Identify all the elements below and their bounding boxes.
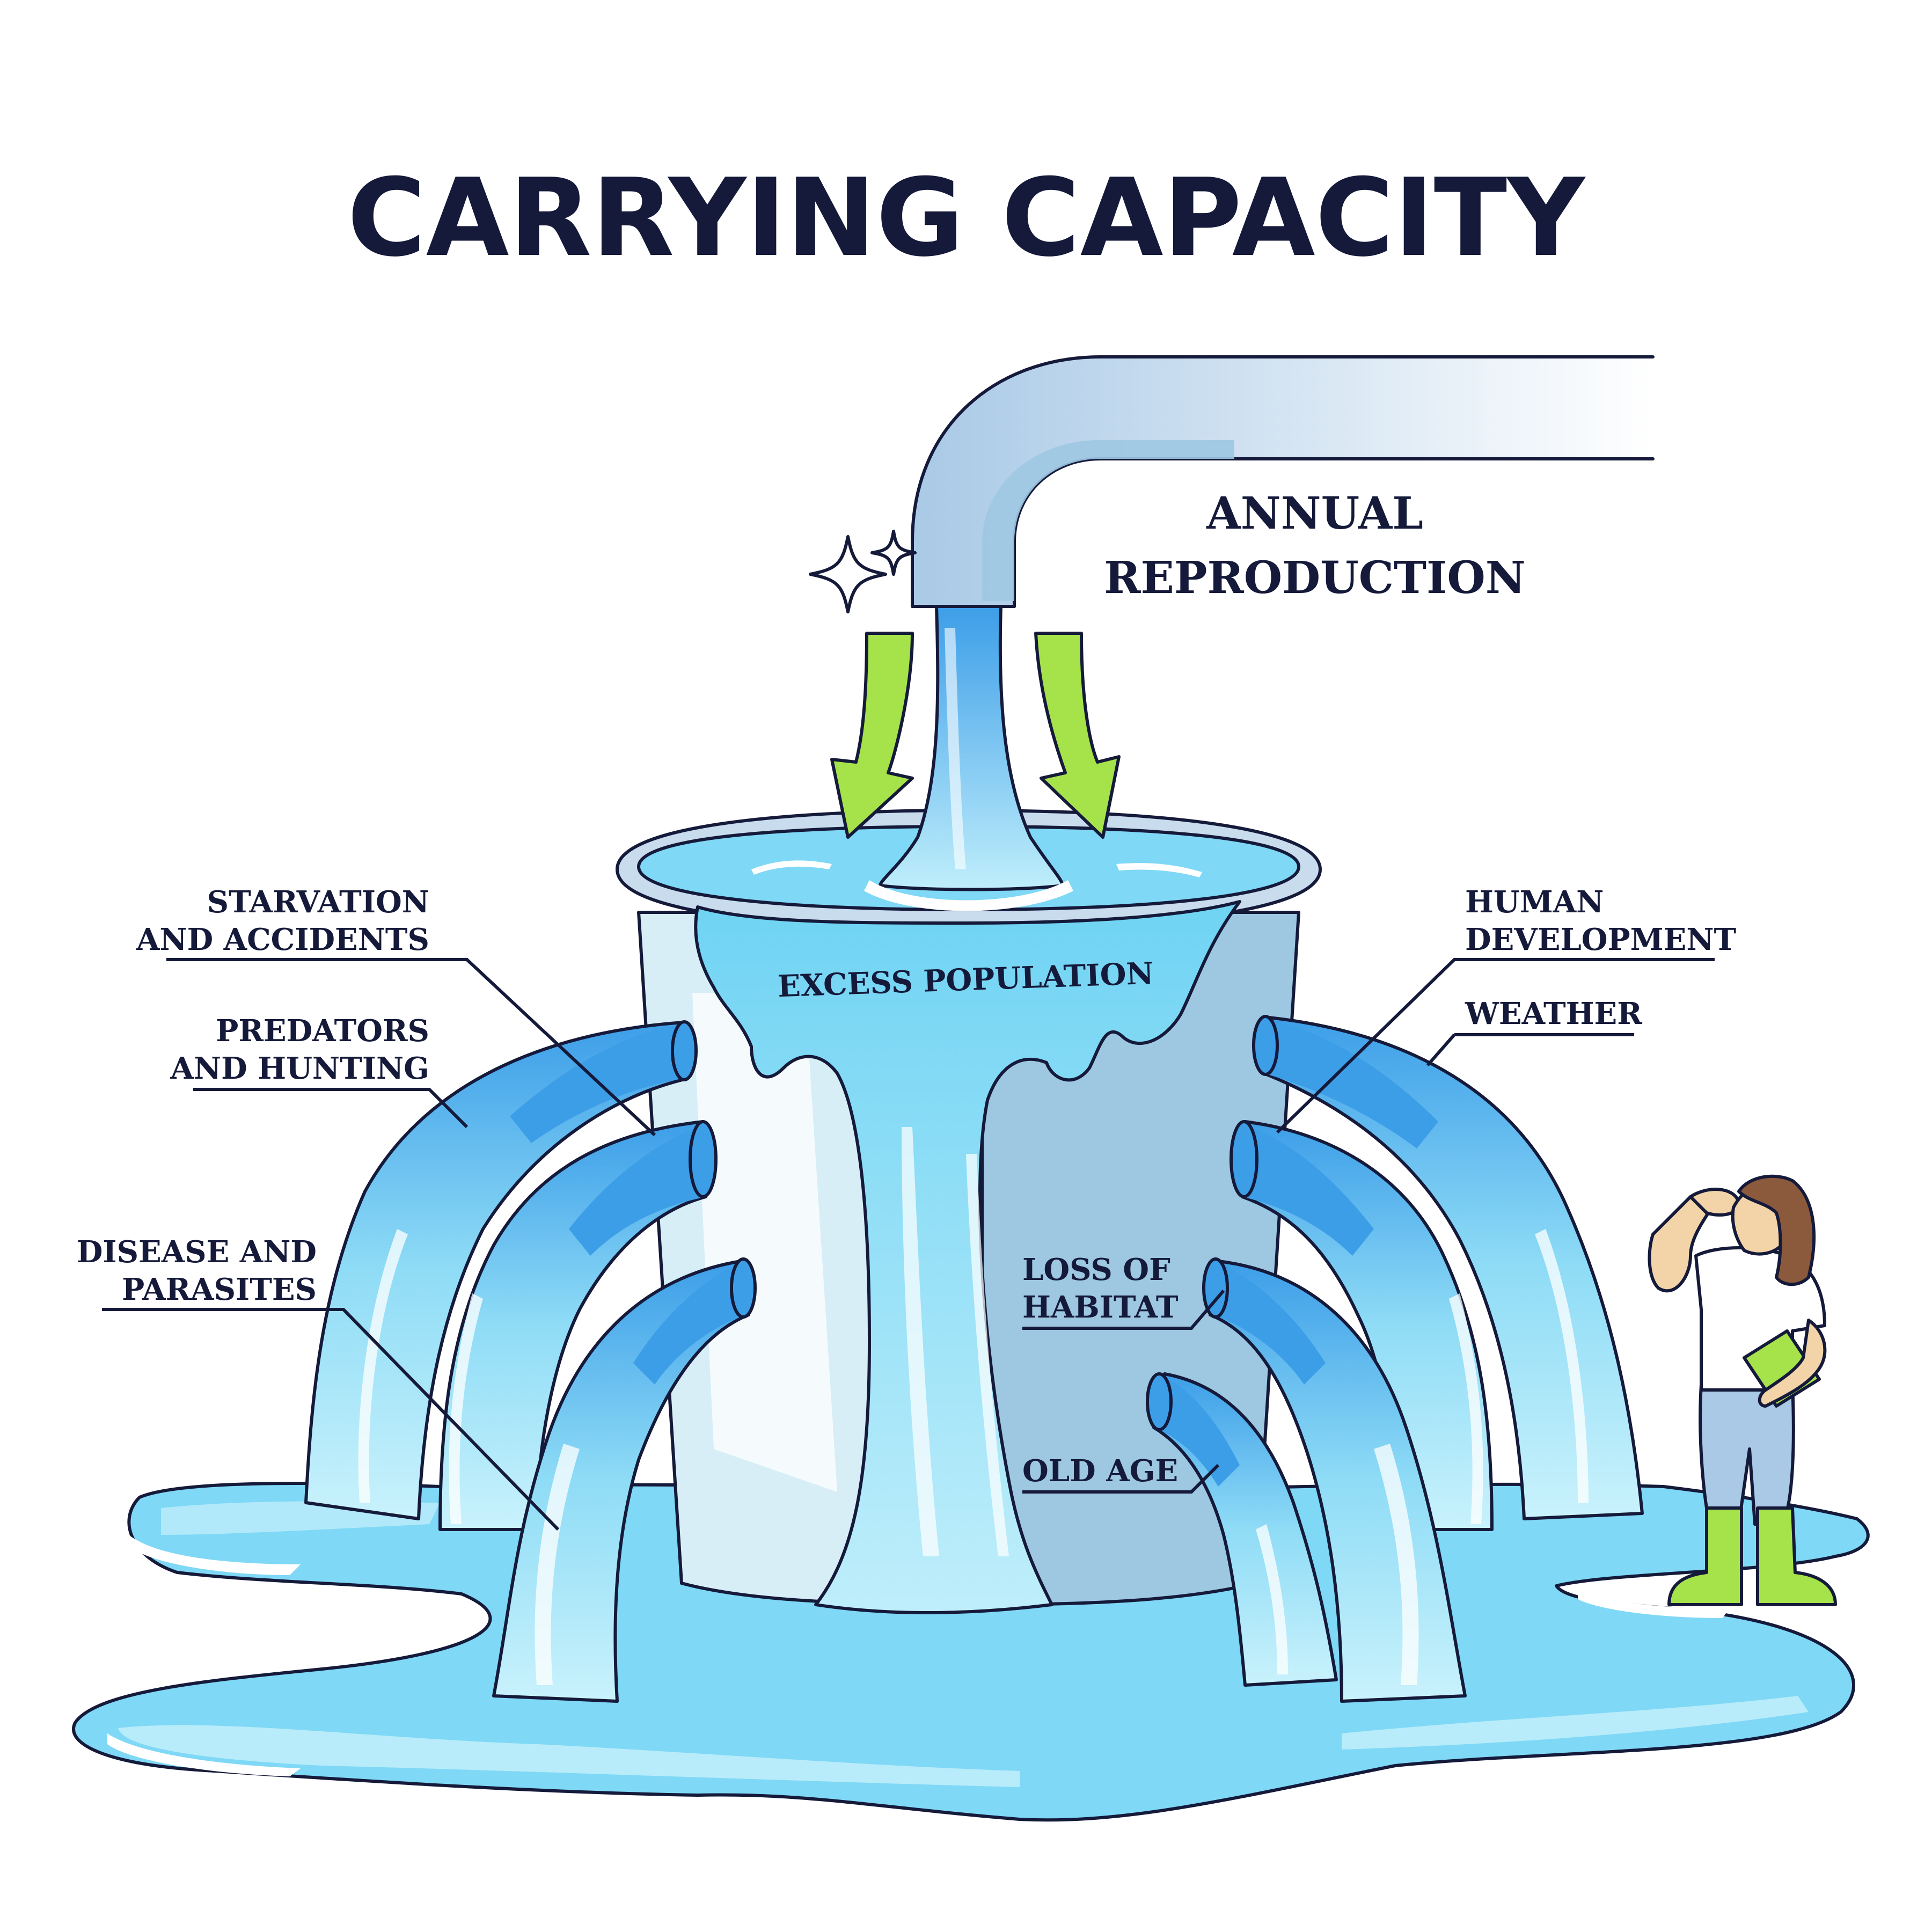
annual-reproduction-label-line2: REPRODUCTION [1104, 552, 1526, 604]
disease-label-line1: DISEASE AND [77, 1234, 317, 1270]
water-stream [879, 605, 1064, 891]
human-development-label-line2: DEVELOPMENT [1465, 922, 1737, 957]
starvation-label-line1: STARVATION [207, 884, 429, 920]
leak-jet-weather [1252, 1015, 1644, 1520]
old-age-label: OLD AGE [1022, 1453, 1178, 1489]
inflow-arrow-left [830, 632, 914, 839]
human-development-label-line1: HUMAN [1465, 884, 1604, 920]
leak-jet-disease [492, 1257, 757, 1703]
habitat-label-line2: HABITAT [1022, 1290, 1179, 1325]
excess-population-overflow [694, 900, 1241, 1614]
sparkle-icon [870, 530, 917, 576]
leak-jet-starvation [438, 1120, 718, 1531]
leak-jet-human-development [1230, 1120, 1494, 1531]
inflow-arrow-right [1034, 632, 1121, 839]
annual-reproduction-label-line1: ANNUAL [1206, 488, 1423, 539]
leader-lines [102, 958, 1715, 1531]
person-observer [1648, 1174, 1837, 1606]
leak-jet-habitat [1202, 1257, 1467, 1703]
disease-label-line2: PARASITES [122, 1272, 317, 1307]
habitat-label-line1: LOSS OF [1022, 1252, 1170, 1287]
leak-jet-old-age [1146, 1372, 1338, 1687]
weather-label: WEATHER [1465, 996, 1642, 1031]
predators-label-line2: AND HUNTING [170, 1051, 429, 1086]
starvation-label-line2: AND ACCIDENTS [136, 922, 429, 957]
boots [1667, 1506, 1743, 1606]
sparkle-icon [809, 535, 887, 613]
page-title: CARRYING CAPACITY [347, 156, 1586, 281]
predators-label-line1: PREDATORS [216, 1013, 429, 1049]
